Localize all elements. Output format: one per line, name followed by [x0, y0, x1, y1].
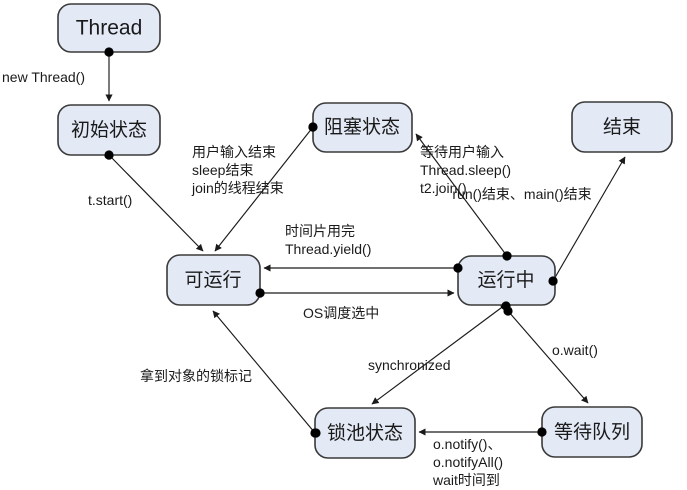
edge-label-running-to-blocked: 等待用户输入 Thread.sleep() t2.join()	[420, 144, 511, 196]
edge-label-line: wait时间到	[432, 472, 500, 488]
edge-label-line: join的线程结束	[191, 180, 284, 196]
edge-label-line: o.notify()、	[433, 436, 501, 452]
edge-label-line: t2.join()	[420, 180, 467, 196]
edge-runnable-to-running	[255, 288, 455, 298]
edge-label-line: 等待用户输入	[420, 144, 504, 160]
edge-label-t-start: t.start()	[88, 192, 132, 208]
edge-running-to-lockpool	[371, 300, 510, 405]
edge-label-lock-token: 拿到对象的锁标记	[140, 368, 252, 384]
node-finished[interactable]: 结束	[571, 101, 673, 153]
node-initial-state-label: 初始状态	[71, 119, 147, 141]
edge-label-os-schedule: OS调度选中	[303, 305, 379, 321]
node-wait-queue[interactable]: 等待队列	[541, 406, 643, 458]
node-thread[interactable]: Thread	[57, 3, 161, 53]
dot-running-left-out	[453, 263, 463, 273]
node-runnable-label: 可运行	[184, 269, 241, 291]
node-finished-label: 结束	[603, 116, 641, 138]
edge-label-run-finished: run()结束、main()结束	[452, 186, 591, 202]
node-running[interactable]: 运行中	[457, 255, 556, 306]
dot-initial-out	[104, 150, 114, 160]
node-finished-shape[interactable]	[571, 101, 673, 153]
node-blocked-state-label: 阻塞状态	[324, 116, 400, 138]
edge-label-line: Thread.yield()	[285, 241, 371, 257]
dot-lockpool-out	[311, 428, 321, 438]
node-blocked-state[interactable]: 阻塞状态	[312, 102, 413, 153]
dot-running-top-out	[502, 251, 512, 261]
edge-label-line: 时间片用完	[285, 223, 355, 239]
edge-label-notify: o.notify()、 o.notifyAll() wait时间到	[432, 436, 503, 488]
node-thread-label: Thread	[76, 17, 143, 40]
dot-waitqueue-out	[537, 427, 547, 437]
node-lock-pool-label: 锁池状态	[327, 422, 403, 444]
node-lock-pool[interactable]: 锁池状态	[314, 407, 416, 459]
edge-label-line: Thread.sleep()	[420, 162, 511, 178]
node-runnable-shape[interactable]	[166, 254, 261, 306]
edge-label-line: sleep结束	[192, 162, 253, 178]
edge-label-o-wait: o.wait()	[552, 342, 598, 358]
node-wait-queue-label: 等待队列	[554, 421, 630, 443]
edge-label-line: 用户输入结束	[192, 144, 276, 160]
node-runnable[interactable]: 可运行	[166, 254, 261, 306]
dot-running-bottom-out	[501, 301, 511, 311]
edge-label-new-thread: new Thread()	[2, 69, 85, 85]
node-initial-state[interactable]: 初始状态	[57, 104, 161, 156]
edge-running-to-finished	[548, 156, 626, 286]
edge-label-blocked-to-runnable: 用户输入结束 sleep结束 join的线程结束	[191, 144, 284, 196]
edge-label-yield: 时间片用完 Thread.yield()	[285, 223, 371, 257]
dot-running-right-out	[548, 276, 558, 286]
dot-blocked-out	[308, 122, 318, 132]
dot-thread-out	[104, 47, 114, 57]
dot-runnable-right-out	[255, 288, 265, 298]
edge-running-to-runnable	[263, 263, 463, 273]
edge-label-synchronized: synchronized	[368, 357, 451, 373]
edge-label-line: o.notifyAll()	[433, 454, 503, 470]
node-running-label: 运行中	[477, 269, 534, 291]
